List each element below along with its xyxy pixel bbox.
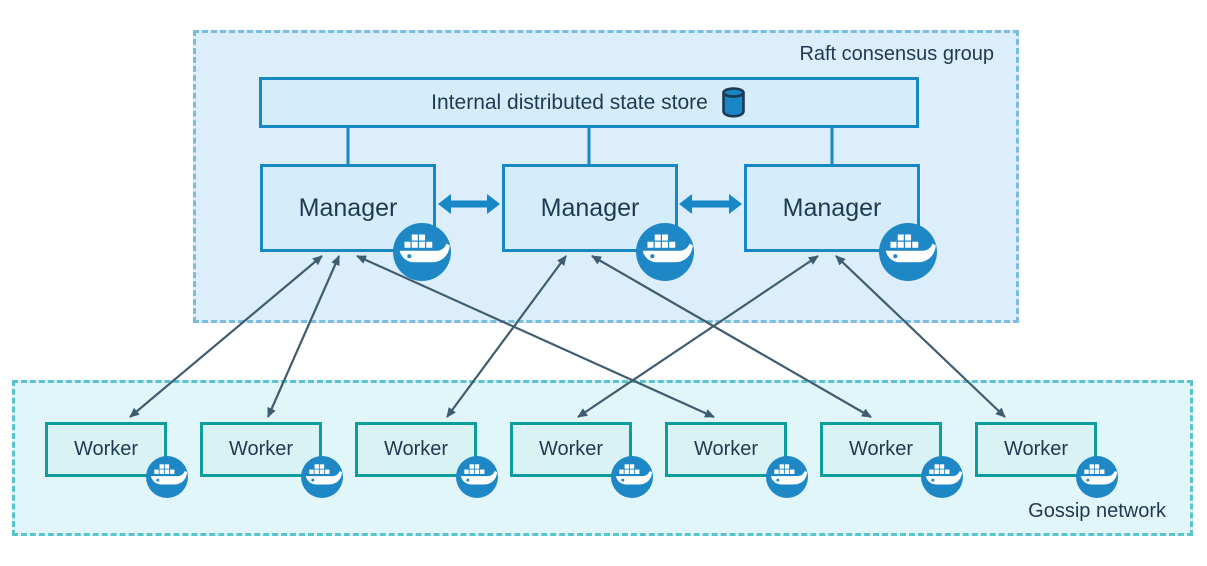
gossip-network-label: Gossip network: [1028, 500, 1166, 522]
worker-label: Worker: [693, 438, 759, 460]
state-store-label: Internal distributed state store: [431, 90, 708, 114]
state-store-box: Internal distributed state store: [259, 77, 919, 128]
docker-whale-icon: [393, 223, 451, 281]
worker-node-5: Worker: [665, 422, 787, 477]
worker-label: Worker: [538, 438, 604, 460]
worker-label: Worker: [73, 438, 139, 460]
manager-label: Manager: [298, 193, 398, 222]
worker-label: Worker: [848, 438, 914, 460]
docker-whale-icon: [636, 223, 694, 281]
worker-label: Worker: [228, 438, 294, 460]
docker-whale-icon: [766, 456, 808, 498]
docker-whale-icon: [456, 456, 498, 498]
manager-label: Manager: [540, 193, 640, 222]
raft-group-label: Raft consensus group: [799, 43, 994, 65]
worker-node-4: Worker: [510, 422, 632, 477]
docker-whale-icon: [879, 223, 937, 281]
docker-whale-icon: [611, 456, 653, 498]
manager-label: Manager: [782, 193, 882, 222]
docker-whale-icon: [1076, 456, 1118, 498]
docker-whale-icon: [301, 456, 343, 498]
worker-label: Worker: [383, 438, 449, 460]
manager-node-2: Manager: [502, 164, 678, 252]
database-icon: [722, 87, 745, 118]
worker-label: Worker: [1003, 438, 1069, 460]
worker-node-2: Worker: [200, 422, 322, 477]
worker-node-3: Worker: [355, 422, 477, 477]
worker-node-1: Worker: [45, 422, 167, 477]
worker-node-7: Worker: [975, 422, 1097, 477]
worker-node-6: Worker: [820, 422, 942, 477]
docker-whale-icon: [146, 456, 188, 498]
docker-whale-icon: [921, 456, 963, 498]
